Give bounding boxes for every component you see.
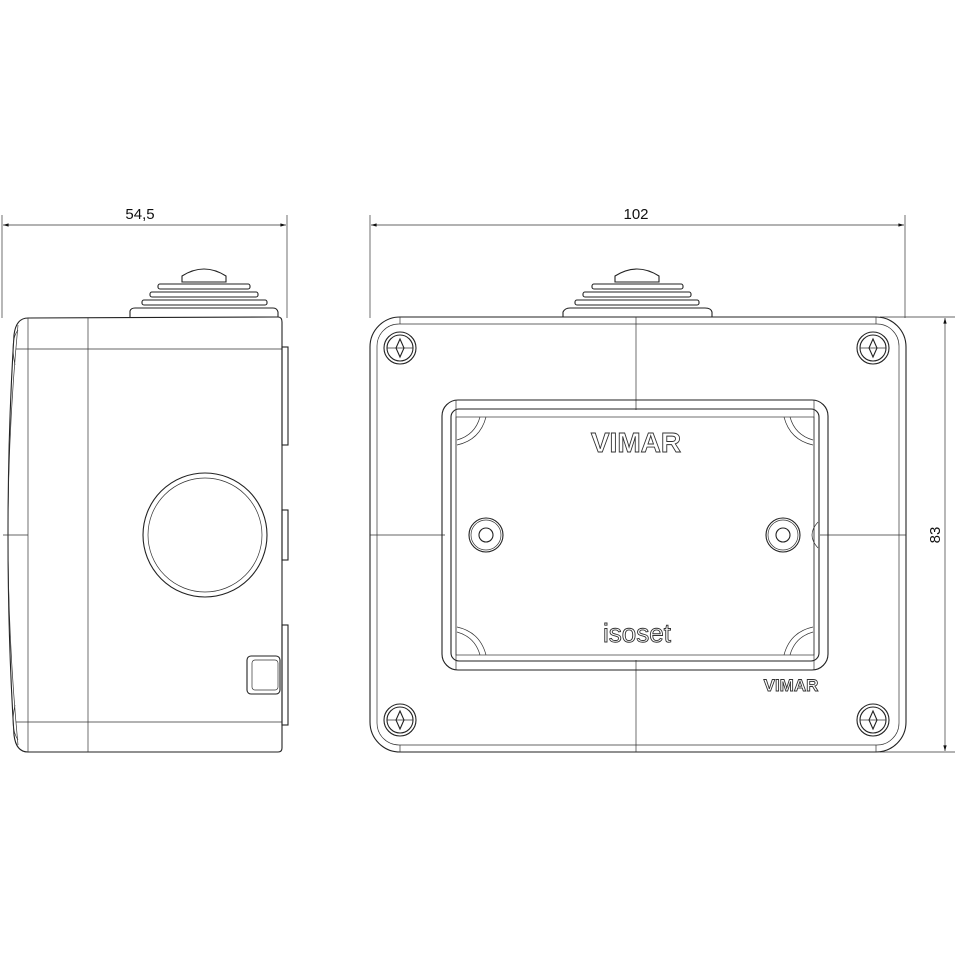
cable-gland-front bbox=[562, 268, 713, 317]
front-view: 102 83 bbox=[369, 206, 955, 753]
side-tab bbox=[281, 624, 289, 726]
knockout-circle bbox=[142, 472, 268, 598]
height-dimension-label: 83 bbox=[927, 527, 944, 544]
brand-logo-top: VIMAR bbox=[591, 427, 681, 458]
screw-icon bbox=[383, 703, 417, 737]
side-tab bbox=[281, 509, 289, 561]
width-dimension: 102 bbox=[369, 206, 906, 318]
depth-dimension-label: 54,5 bbox=[125, 206, 154, 223]
screw-icon bbox=[383, 331, 417, 365]
product-logo: isoset bbox=[603, 618, 672, 648]
latch bbox=[246, 655, 281, 695]
height-dimension: 83 bbox=[880, 316, 955, 753]
cable-gland-side bbox=[129, 268, 279, 317]
front-cover-outline bbox=[369, 316, 907, 753]
screw-icon bbox=[856, 703, 890, 737]
depth-dimension: 54,5 bbox=[1, 206, 288, 318]
brand-logo-bottom: VIMAR bbox=[764, 676, 819, 695]
boss-left bbox=[468, 517, 504, 553]
boss-right bbox=[765, 517, 819, 553]
side-tab bbox=[281, 346, 289, 446]
screw-icon bbox=[856, 331, 890, 365]
side-view: 54,5 bbox=[1, 206, 289, 753]
window-frame bbox=[441, 399, 829, 671]
width-dimension-label: 102 bbox=[623, 206, 648, 223]
side-body-outline bbox=[7, 316, 283, 753]
